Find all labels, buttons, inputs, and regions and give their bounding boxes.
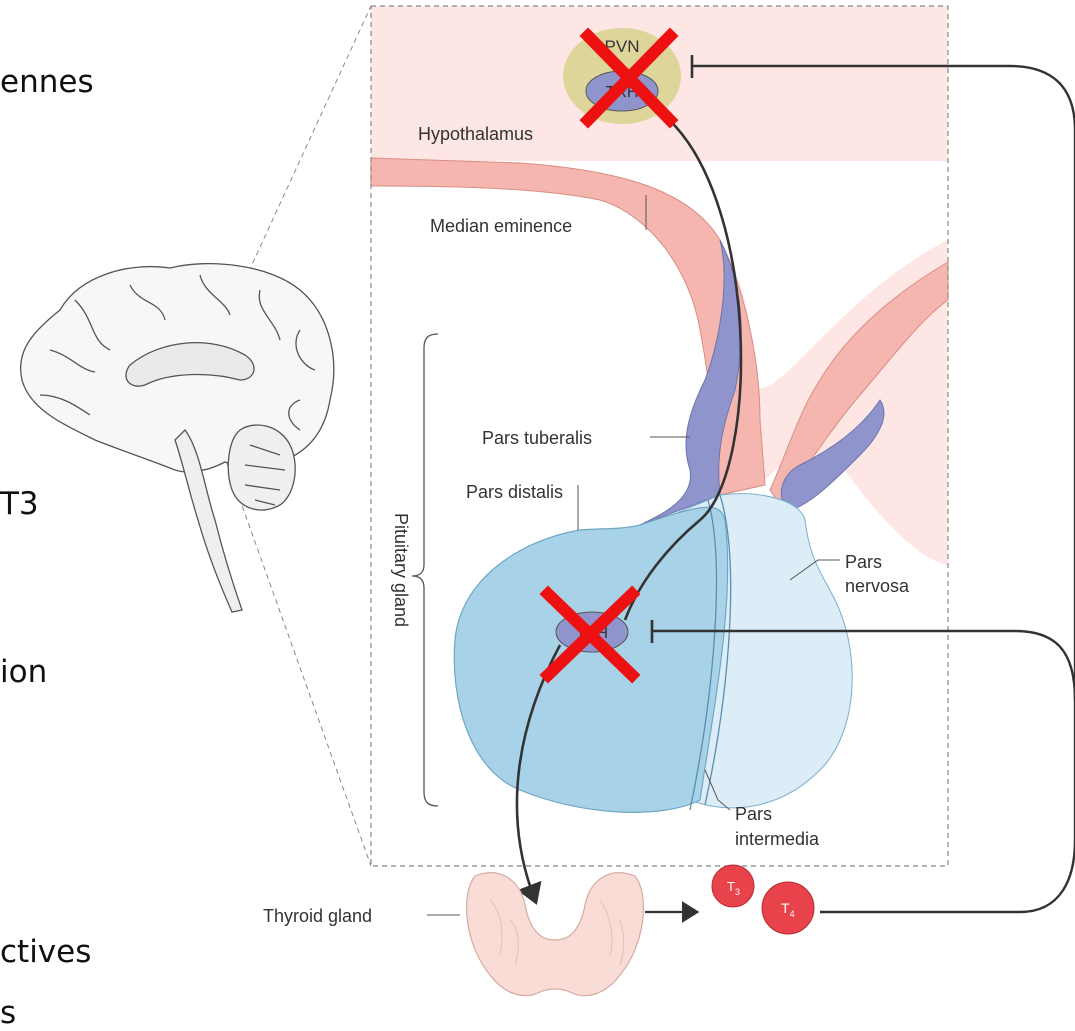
pituitary-gland-label: Pituitary gland [391,513,411,627]
pituitary-bracket [412,334,438,806]
pars-distalis [454,507,727,812]
pars-nervosa-label-1: Pars [845,552,882,572]
thyroid-gland-illustration [467,873,644,996]
thyroid-gland-label: Thyroid gland [263,906,372,926]
pars-tuberalis-label: Pars tuberalis [482,428,592,448]
pars-nervosa-label-2: nervosa [845,576,910,596]
median-eminence-label: Median eminence [430,216,572,236]
brain-illustration [21,264,334,612]
pars-distalis-label: Pars distalis [466,482,563,502]
pars-intermedia-label-1: Pars [735,804,772,824]
hypothalamus-label: Hypothalamus [418,124,533,144]
pars-intermedia-label-2: intermedia [735,829,820,849]
